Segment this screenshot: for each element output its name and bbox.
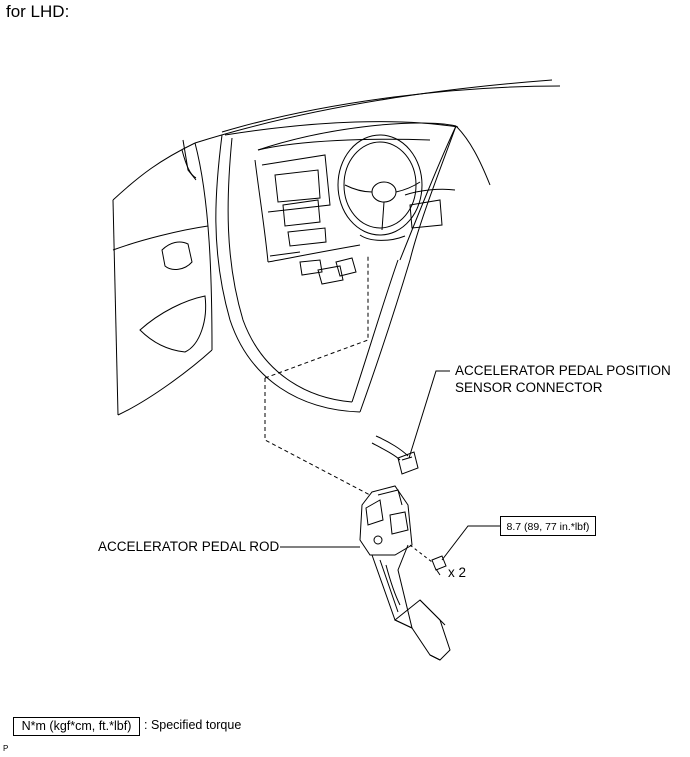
- heading: for LHD:: [6, 2, 70, 21]
- roof-outline: [194, 79, 561, 261]
- figure-code: P: [3, 744, 9, 753]
- bolt-quantity-label: x 2: [448, 565, 467, 580]
- steering-wheel: [337, 134, 423, 241]
- sensor-connector-harness: [371, 435, 419, 475]
- bolt-icon: [431, 555, 447, 576]
- open-door: [112, 139, 213, 416]
- torque-unit-legend-box: N*m (kgf*cm, ft.*lbf): [13, 717, 140, 736]
- door-frame: [215, 125, 457, 413]
- pedal-rod-label: ACCELERATOR PEDAL ROD: [98, 539, 280, 554]
- sensor-connector-label-line1: ACCELERATOR PEDAL POSITION: [455, 363, 671, 378]
- torque-legend-description: : Specified torque: [144, 718, 242, 732]
- guide-lines: [264, 256, 371, 496]
- bolt-guide: [409, 544, 433, 563]
- sensor-connector-label-line2: SENSOR CONNECTOR: [455, 380, 603, 395]
- torque-value-box: 8.7 (89, 77 in.*lbf): [500, 516, 596, 536]
- accelerator-pedal-assembly: [359, 485, 451, 661]
- dashboard: [254, 138, 456, 285]
- leader-lines: [280, 370, 500, 561]
